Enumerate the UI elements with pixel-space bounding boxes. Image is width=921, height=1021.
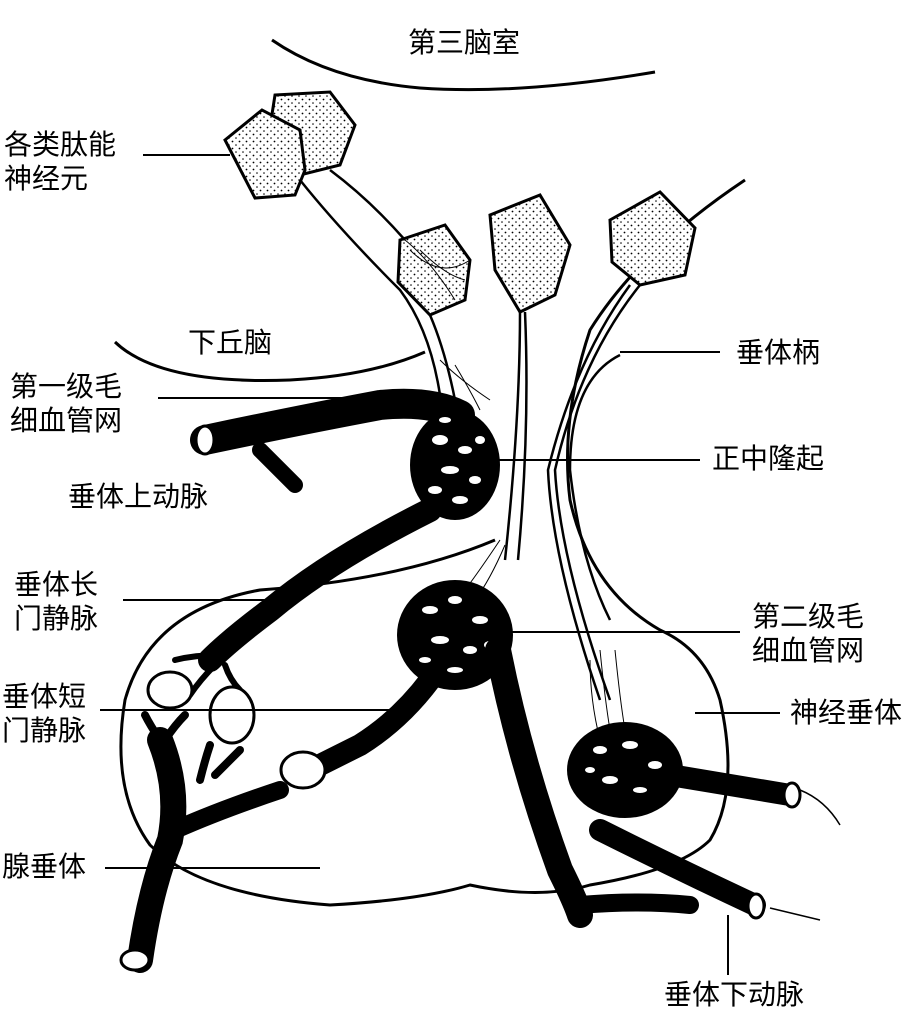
- label-hypothalamus: 下丘脑: [188, 326, 272, 360]
- label-adenohypophysis: 腺垂体: [2, 850, 86, 884]
- label-primary-capillary: 第一级毛细血管网: [10, 370, 122, 438]
- neuron-cell-4: [490, 195, 570, 312]
- sinusoid-3: [281, 752, 325, 788]
- label-neurohypophysis: 神经垂体: [790, 696, 902, 730]
- label-long-portal-vein: 垂体长门静脉: [14, 568, 98, 636]
- label-short-portal-vein: 垂体短门静脉: [2, 680, 86, 748]
- label-peptidergic-neurons: 各类肽能神经元: [4, 128, 116, 196]
- sinusoid-1: [148, 672, 192, 708]
- neuron-cell-5: [610, 192, 695, 285]
- hypophyseal-vein-right: [670, 775, 790, 795]
- adenohypophysis-veins: [140, 715, 280, 960]
- label-infundibular-stalk: 垂体柄: [736, 336, 820, 370]
- label-inferior-hypophyseal-artery: 垂体下动脉: [664, 978, 804, 1012]
- label-third-ventricle: 第三脑室: [408, 26, 520, 60]
- short-portal-vein: [310, 680, 430, 770]
- sinusoid-2: [210, 687, 254, 743]
- inferior-artery-trunk: [498, 650, 580, 915]
- long-portal-vein: [210, 510, 430, 660]
- vein-outlet: [121, 950, 149, 970]
- label-superior-hypophyseal-artery: 垂体上动脉: [68, 480, 208, 514]
- label-secondary-capillary: 第二级毛细血管网: [752, 600, 864, 668]
- label-median-eminence: 正中隆起: [712, 442, 824, 476]
